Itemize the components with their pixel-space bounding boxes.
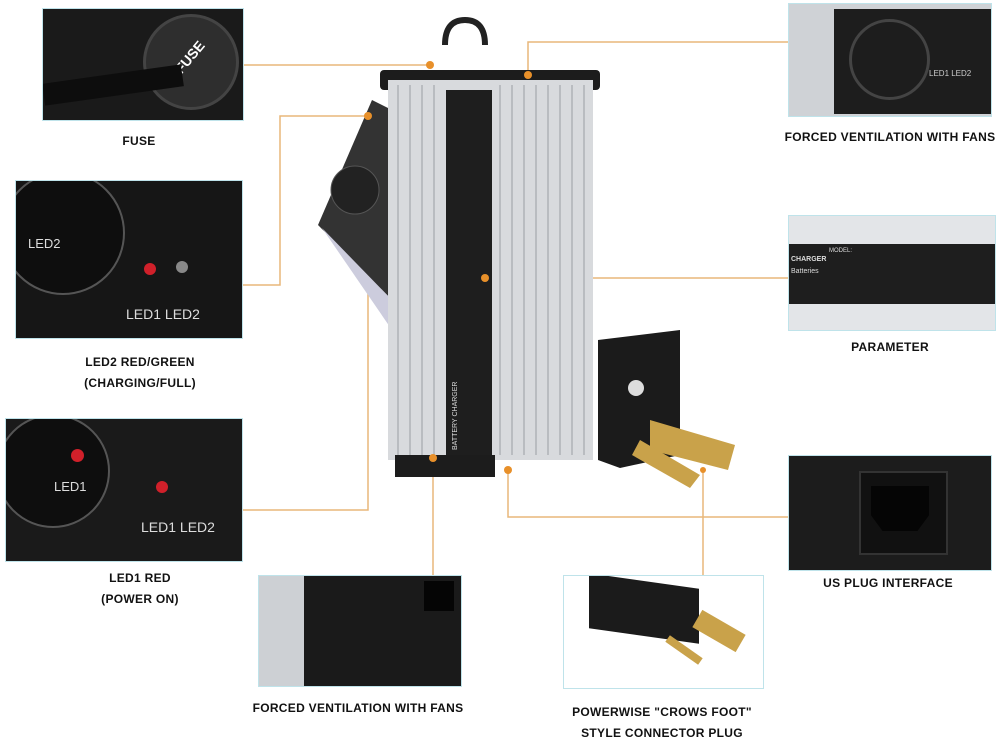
led1-tag: LED1 xyxy=(141,519,177,535)
product-side-label: BATTERY CHARGER xyxy=(452,381,459,450)
fans-bottom-label: FORCED VENTILATION WITH FANS xyxy=(252,701,464,715)
led1-label: LED1 RED(POWER ON) xyxy=(101,571,179,606)
led2-tag: LED2 xyxy=(179,519,215,535)
connector-photo xyxy=(563,575,764,689)
parameter-photo: CHARGER Batteries MODEL: xyxy=(788,215,996,331)
us-plug-photo xyxy=(788,455,992,571)
leader-led2 xyxy=(243,115,368,286)
charger-body xyxy=(318,16,735,488)
led1-zoom-tag: LED1 xyxy=(54,479,87,494)
led2-tag: LED2 xyxy=(164,306,200,322)
led2-label: LED2 RED/GREEN(CHARGING/FULL) xyxy=(84,355,196,390)
leader-fans-top xyxy=(527,41,788,75)
led2-zoom-tag: LED2 xyxy=(28,236,61,251)
led1-tag: LED1 xyxy=(126,306,162,322)
leader-us-plug xyxy=(507,470,788,518)
fans-top-label: FORCED VENTILATION WITH FANS xyxy=(784,130,996,144)
fuse-photo: FUSE xyxy=(42,8,244,121)
fans-bottom-photo xyxy=(258,575,462,687)
fans-top-photo: LED1 LED2 xyxy=(788,3,992,117)
led1-photo: LED1 LED1 LED2 xyxy=(5,418,243,562)
connector-label: POWERWISE "CROWS FOOT"STYLE CONNECTOR PL… xyxy=(572,705,752,740)
fuse-label: FUSE xyxy=(122,134,156,148)
led2-photo: LED2 LED1 LED2 xyxy=(15,180,243,339)
us-plug-label: US PLUG INTERFACE xyxy=(823,576,953,590)
parameter-label: PARAMETER xyxy=(851,340,929,354)
